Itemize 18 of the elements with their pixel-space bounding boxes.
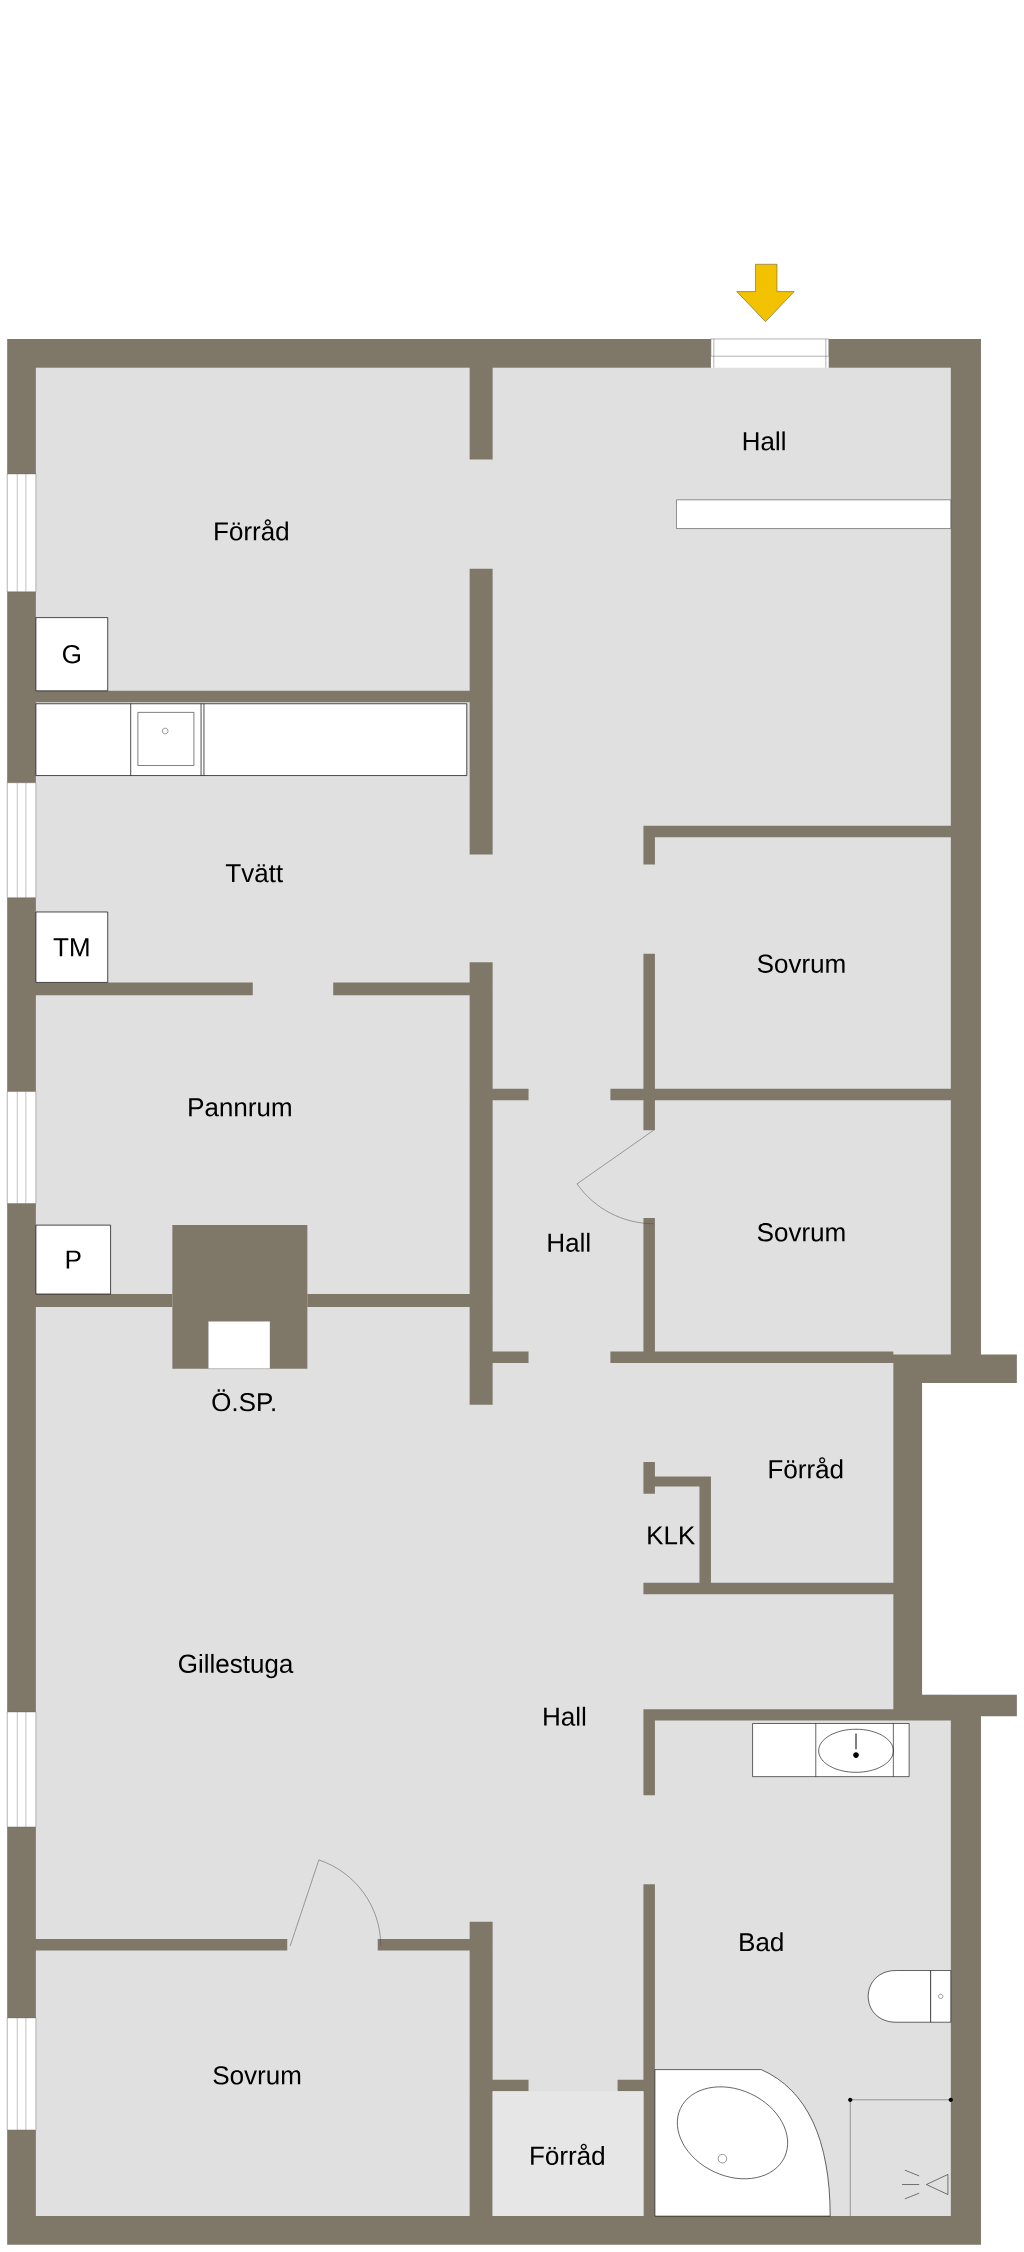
room-label: Sovrum [757,954,845,973]
room-label: Förråd [769,1457,843,1479]
room-label: Gillestuga [179,1653,294,1679]
room-label: Pannrum [189,1098,291,1117]
room-label: Förråd [215,519,288,541]
room-label: Hall [548,1232,590,1252]
room-label: Sovrum [757,1223,845,1242]
appliance-box: P [35,1224,111,1295]
room-label: Tvätt [225,864,283,883]
appliance-box: G [35,617,109,692]
room-label: Hall [544,1706,586,1726]
room-label: Ö.SP. [212,1389,275,1412]
appliance-box: TM [35,911,109,983]
room-label: KLK [648,1526,695,1545]
room-label: Hall [743,431,785,451]
room-label: Förråd [531,2143,604,2165]
room-label: Bad [740,1932,783,1952]
room-label: Sovrum [213,2066,301,2085]
